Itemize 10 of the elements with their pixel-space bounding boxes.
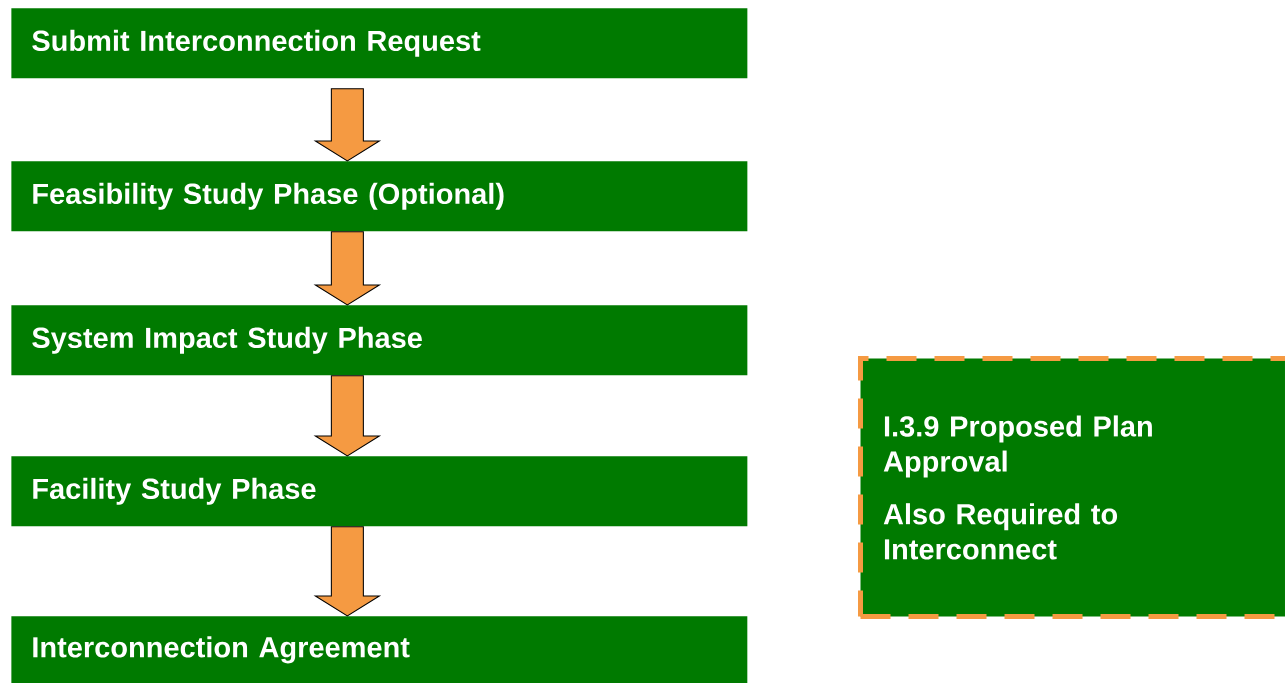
process-box: Facility Study Phase (11, 456, 748, 527)
process-box: System Impact Study Phase (11, 305, 748, 376)
arrow (313, 526, 382, 617)
note-box: I.3.9 Proposed Plan Approval Also Required to Interconnect (858, 356, 1285, 619)
process-box: Interconnection Agreement (11, 616, 748, 683)
arrow (313, 231, 382, 306)
arrow (313, 88, 382, 162)
process-box: Submit Interconnection Request (11, 8, 748, 79)
arrow (313, 375, 382, 457)
process-box: Feasibility Study Phase (Optional) (11, 161, 748, 232)
